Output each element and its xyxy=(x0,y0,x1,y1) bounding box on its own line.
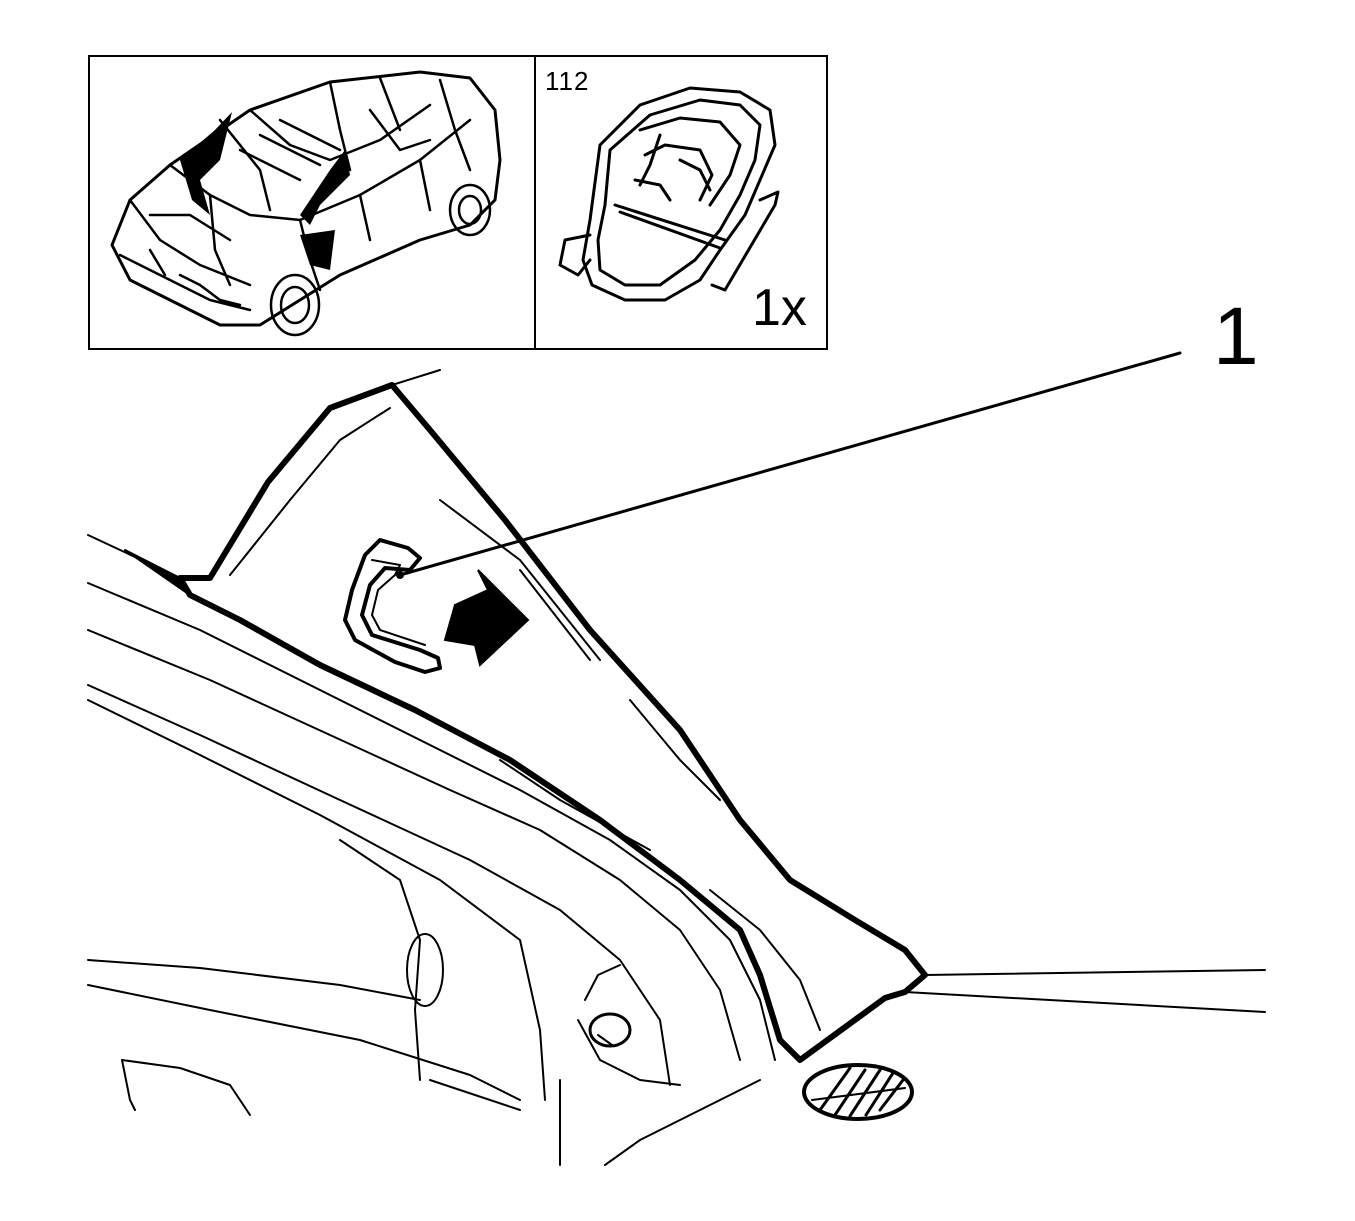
car-body-outline-icon xyxy=(110,70,502,337)
direction-arrow-icon xyxy=(443,569,530,667)
quantity-label: 1x xyxy=(752,279,807,337)
inset-divider xyxy=(534,55,536,350)
part-number-label: 112 xyxy=(545,66,590,96)
clip-part-icon xyxy=(558,86,780,302)
air-vent-icon xyxy=(802,1063,914,1121)
trim-panel-outline xyxy=(177,382,928,1063)
callout-label: 1 xyxy=(1213,291,1259,382)
leader-line xyxy=(398,351,1182,577)
clip-opening xyxy=(343,538,442,674)
